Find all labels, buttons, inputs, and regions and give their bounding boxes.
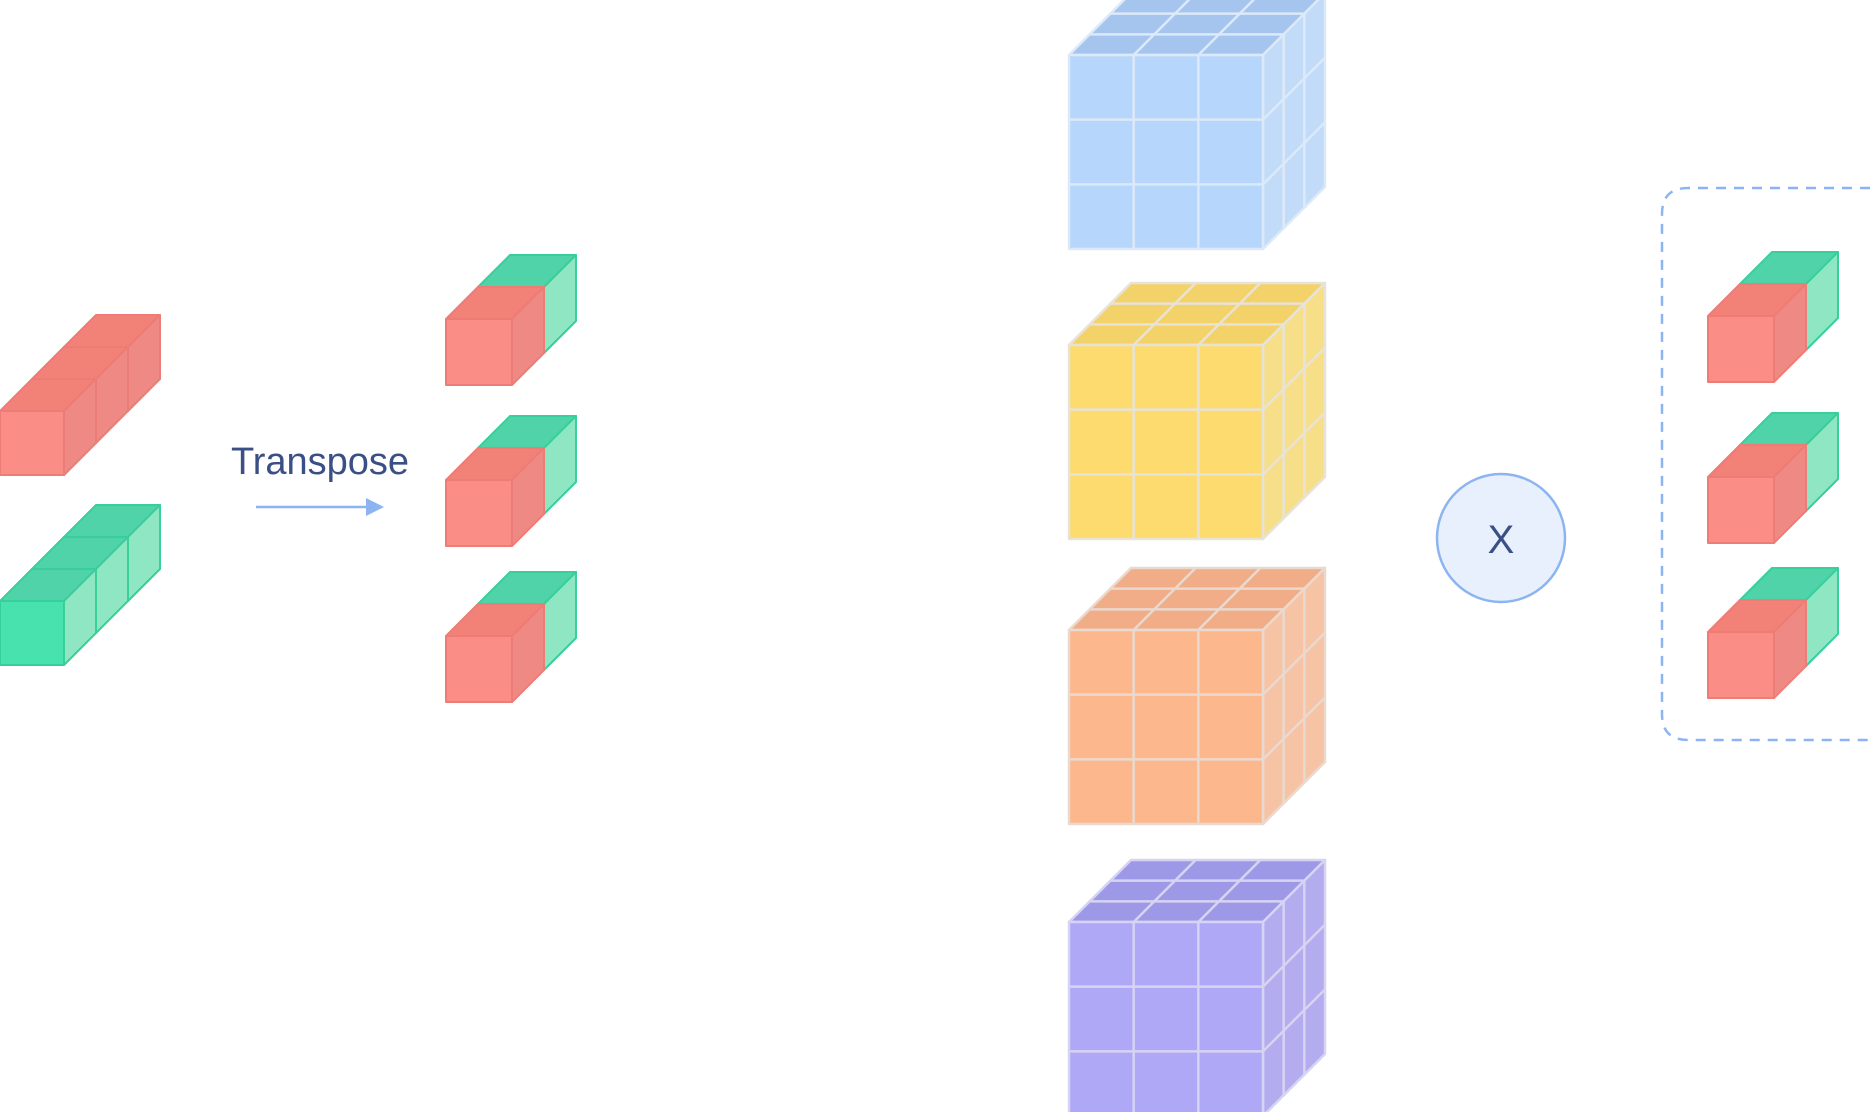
orange-grid-cube: [1067, 566, 1327, 826]
grid-line: [1197, 0, 1256, 56]
grid-line: [1132, 0, 1191, 56]
grid-line: [1132, 282, 1197, 346]
grid-line: [1132, 567, 1197, 631]
grid-front-face: [1067, 53, 1265, 251]
grid-line: [1197, 859, 1262, 923]
grid-line: [1197, 567, 1262, 631]
transpose-label: Transpose: [231, 441, 409, 483]
grid-line: [1132, 859, 1197, 923]
red-vector-body: [0, 314, 161, 476]
cube-front-face: [1707, 315, 1775, 383]
transposed-token-2: [445, 415, 577, 547]
grid-front-face: [1067, 920, 1265, 1112]
output-token-2: [1707, 412, 1839, 544]
cube-front-face: [445, 318, 513, 386]
red-front-cell: [1707, 283, 1807, 383]
green-vector-body: [0, 504, 161, 666]
grid-line: [1262, 56, 1326, 121]
grid-front-face: [1067, 628, 1265, 826]
output-token-1: [1707, 251, 1839, 383]
vector-cell: [0, 568, 97, 666]
red-front-cell: [445, 447, 545, 547]
red-token-vector: [0, 314, 161, 476]
multiply-label: X: [1488, 518, 1515, 562]
grid-line: [1262, 346, 1326, 411]
green-token-vector: [0, 504, 161, 666]
cube-front-face: [1707, 631, 1775, 699]
cube-front-face: [445, 635, 513, 703]
red-front-cell: [445, 286, 545, 386]
transposed-token-1: [445, 254, 577, 386]
grid-line: [1262, 696, 1326, 761]
red-front-cell: [1707, 444, 1807, 544]
cube-front-face: [0, 600, 65, 666]
output-token-3: [1707, 567, 1839, 699]
red-front-cell: [445, 603, 545, 703]
yellow-grid-cube: [1067, 281, 1327, 541]
weight-cube-stack: [1067, 0, 1327, 1112]
grid-line: [1197, 282, 1262, 346]
transposed-token-3: [445, 571, 577, 703]
purple-grid-cube: [1067, 858, 1327, 1112]
vector-cell: [0, 378, 97, 476]
blue-grid-cube: [1067, 0, 1327, 251]
grid-front-face: [1067, 343, 1265, 541]
grid-line: [1262, 631, 1326, 696]
red-front-cell: [1707, 599, 1807, 699]
cube-front-face: [1707, 476, 1775, 544]
transpose-arrow: [256, 498, 384, 516]
grid-line: [1262, 121, 1326, 186]
cube-front-face: [0, 410, 65, 476]
multiply-operator: X: [1435, 472, 1567, 604]
grid-line: [1262, 988, 1326, 1053]
grid-line: [1262, 411, 1326, 476]
cube-front-face: [445, 479, 513, 547]
grid-line: [1262, 923, 1326, 988]
transposed-token-column: [445, 254, 577, 703]
output-token-group: [1660, 186, 1870, 742]
